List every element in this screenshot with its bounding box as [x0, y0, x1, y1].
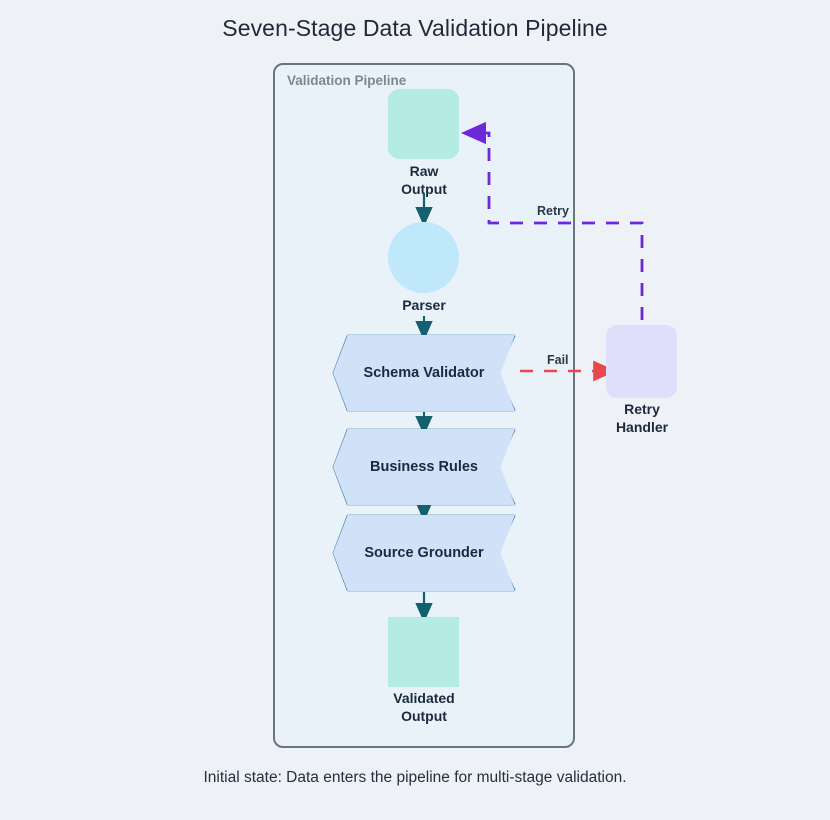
- node-parser[interactable]: [388, 222, 459, 293]
- pipeline-container-label: Validation Pipeline: [287, 73, 407, 88]
- node-raw-output[interactable]: [388, 89, 459, 159]
- node-retry-handler-label: Retry Handler: [615, 401, 669, 435]
- node-parser-label: Parser: [402, 297, 446, 313]
- node-retry-handler[interactable]: [606, 325, 677, 398]
- diagram-caption: Initial state: Data enters the pipeline …: [203, 769, 627, 786]
- edge-label-retry: Retry: [537, 204, 569, 218]
- edge-label-fail: Fail: [547, 353, 569, 367]
- node-raw-output-label: Raw Output: [401, 163, 447, 197]
- node-source-grounder[interactable]: Source Grounder: [333, 515, 515, 591]
- node-business-rules[interactable]: Business Rules: [333, 429, 515, 505]
- page-title: Seven-Stage Data Validation Pipeline: [222, 15, 608, 41]
- node-schema-validator[interactable]: Schema Validator: [333, 335, 515, 411]
- node-validated-output[interactable]: [388, 617, 459, 687]
- node-validated-output-label: Validated Output: [393, 690, 455, 724]
